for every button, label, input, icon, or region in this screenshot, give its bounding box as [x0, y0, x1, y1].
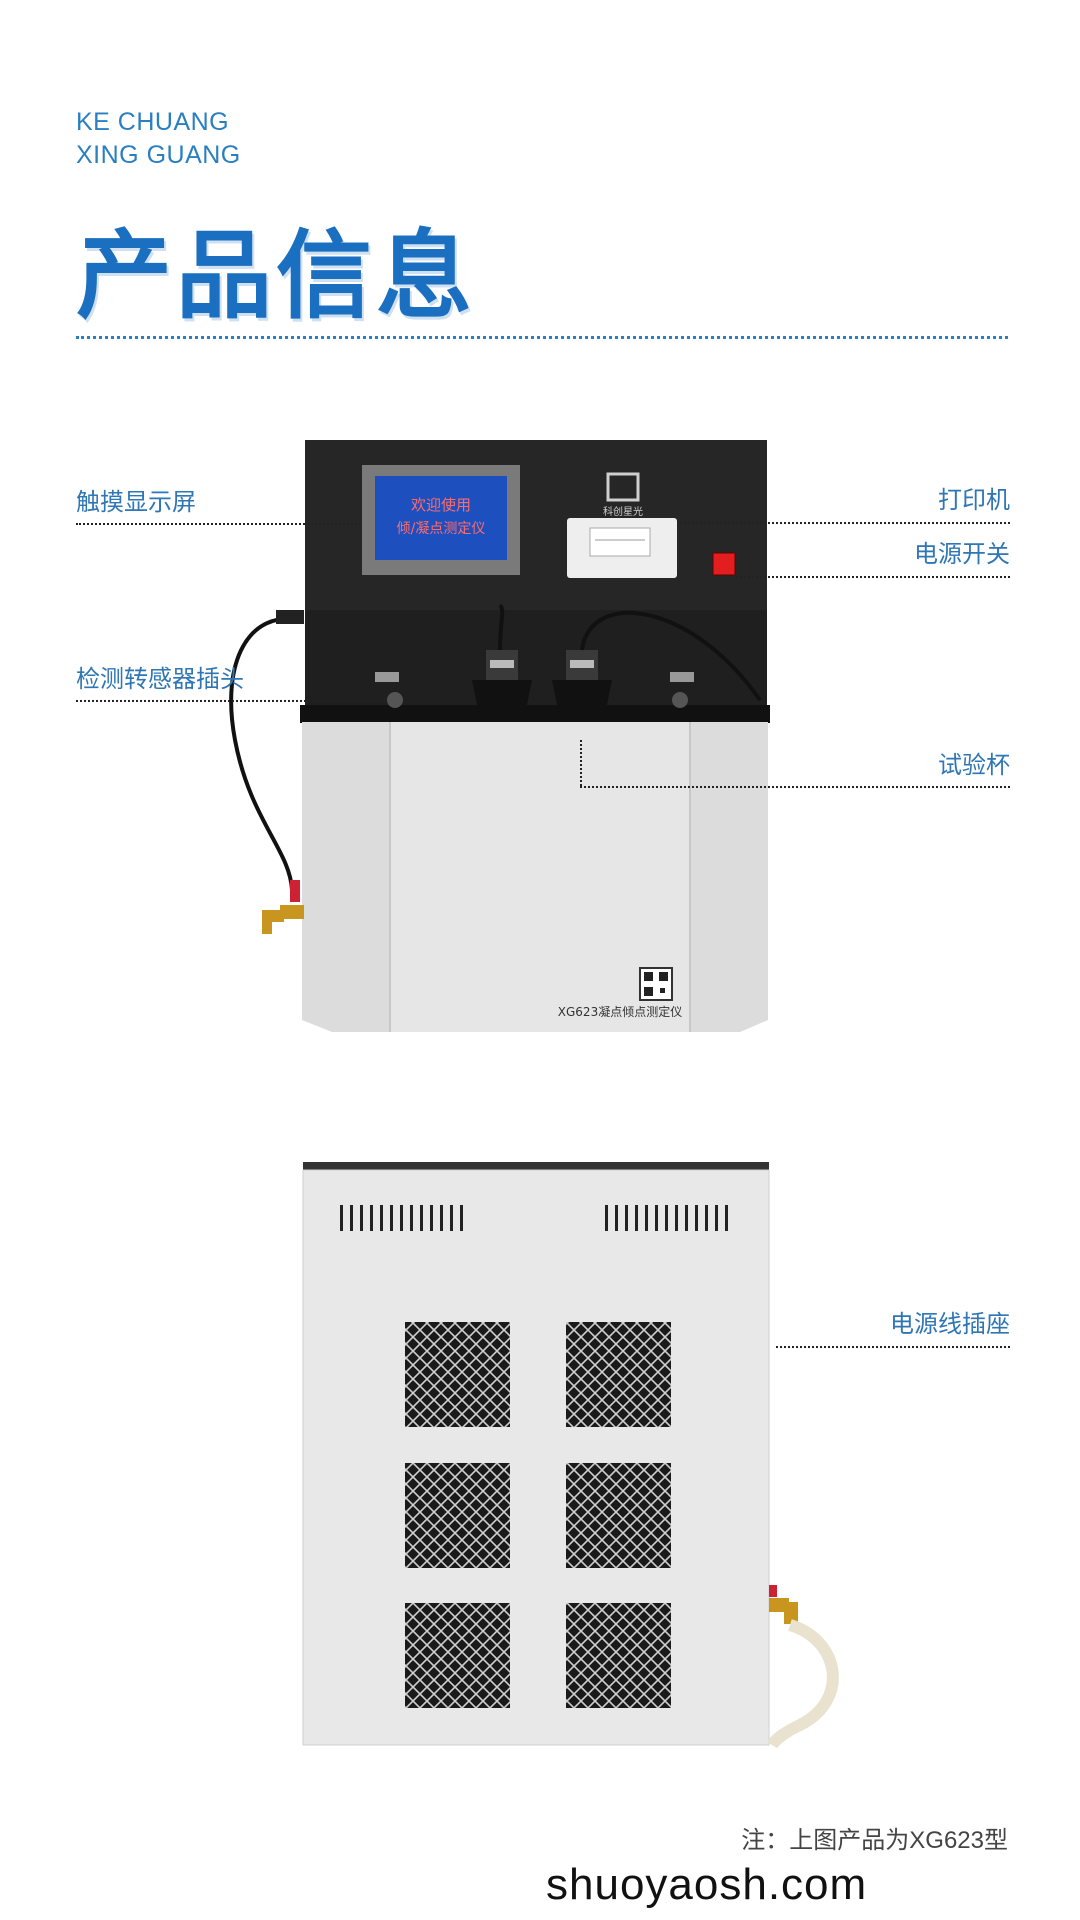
leader-sensor-socket — [76, 700, 386, 702]
brand-line-2: XING GUANG — [76, 141, 241, 169]
leader-power-switch — [736, 576, 1010, 578]
mesh-grille-3 — [405, 1463, 510, 1568]
screen-text-2: 倾/凝点测定仪 — [397, 521, 486, 537]
sensor-socket-right — [672, 692, 688, 708]
mesh-grille-2 — [566, 1322, 671, 1427]
page-title: 产品信息 — [76, 219, 476, 332]
mesh-grille-4 — [566, 1463, 671, 1568]
callout-touch-screen: 触摸显示屏 — [76, 489, 196, 516]
instrument-front-view: 欢迎使用 倾/凝点测定仪 科创星光 — [229, 440, 770, 1032]
test-cup-right — [552, 650, 612, 720]
brand-line-1: KE CHUANG — [76, 108, 230, 136]
footer-note: 注：上图产品为XG623型 — [741, 1827, 1008, 1854]
leader-printer — [680, 522, 1010, 524]
screen-text-1: 欢迎使用 — [411, 496, 471, 514]
logo-text: 科创星光 — [603, 505, 643, 518]
mesh-grille-6 — [566, 1603, 671, 1708]
drain-hose — [766, 1619, 839, 1749]
model-label: XG623凝点倾点测定仪 — [558, 1004, 682, 1019]
callout-power-cord-socket: 电源线插座 — [890, 1311, 1010, 1338]
callout-test-cup: 试验杯 — [938, 752, 1010, 779]
vent-slots-left — [340, 1205, 463, 1231]
brand-logo-icon — [606, 472, 640, 502]
drain-valve-back — [769, 1585, 798, 1624]
leader-touch-screen — [76, 523, 361, 525]
qr-code — [639, 967, 673, 1001]
instrument-back-view — [302, 1162, 839, 1749]
sensor-socket-left — [387, 692, 403, 708]
callout-sensor-socket: 检测转感器插头 — [76, 666, 244, 693]
touch-screen — [375, 476, 507, 560]
callout-printer: 打印机 — [938, 487, 1010, 514]
leader-test-cup — [580, 786, 1010, 788]
watermark: shuoyaosh.com — [546, 1860, 868, 1909]
drain-valve-front — [262, 880, 304, 934]
leader-power-cord-socket — [776, 1346, 1010, 1348]
leader-test-cup-vertical — [580, 740, 582, 786]
test-cup-left — [472, 650, 532, 720]
mesh-grille-1 — [405, 1322, 510, 1427]
mesh-grille-5 — [405, 1603, 510, 1708]
title-divider — [76, 336, 1008, 339]
power-switch — [712, 552, 736, 576]
callout-power-switch: 电源开关 — [914, 541, 1010, 568]
vent-slots-right — [605, 1205, 728, 1231]
